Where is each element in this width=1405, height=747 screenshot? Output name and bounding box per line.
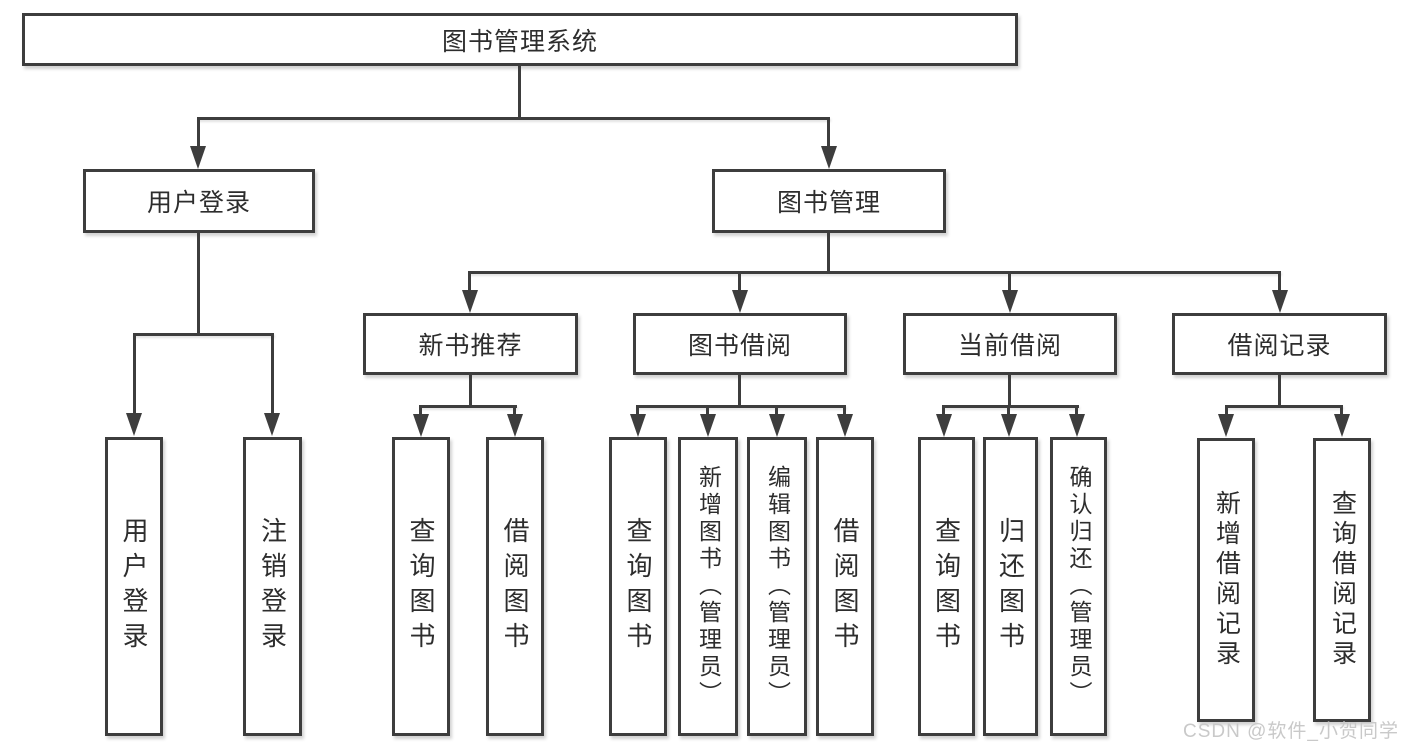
connector-drop-book-management xyxy=(827,117,830,149)
arrowhead-icon xyxy=(732,290,748,313)
connector-root-stem xyxy=(518,66,521,119)
node-borrow-records: 借阅记录 xyxy=(1172,313,1387,375)
connector-drop xyxy=(513,405,516,417)
arrowhead-icon xyxy=(630,414,646,437)
arrowhead-icon xyxy=(1069,414,1085,437)
connector-book-borrow-stem xyxy=(738,373,741,407)
leaf-add-borrow-record: 新增借阅记录 xyxy=(1197,438,1255,722)
arrowhead-icon xyxy=(1001,414,1017,437)
connector-borrow-records-rail xyxy=(1225,405,1343,408)
arrowhead-icon xyxy=(1002,290,1018,313)
leaf-query-books-current: 查询图书 xyxy=(918,437,975,736)
connector-drop-new-book-recommend xyxy=(468,271,471,293)
leaf-label: 归还图书 xyxy=(995,516,1026,657)
connector-drop-book-borrow xyxy=(738,271,741,293)
arrowhead-icon xyxy=(936,414,952,437)
leaf-add-book-admin: 新增图书（管理员） xyxy=(678,437,738,736)
arrowhead-icon xyxy=(264,413,280,436)
leaf-logout: 注销登录 xyxy=(243,437,302,736)
node-user-login: 用户登录 xyxy=(83,169,315,233)
connector-current-borrow-rail xyxy=(942,405,1079,408)
leaf-label: 确认归还（管理员） xyxy=(1066,465,1092,708)
leaf-query-books-borrow: 查询图书 xyxy=(609,437,667,736)
leaf-edit-book-admin: 编辑图书（管理员） xyxy=(747,437,807,736)
leaf-label: 注销登录 xyxy=(257,516,288,657)
node-label: 图书管理系统 xyxy=(441,27,598,56)
connector-root-rail xyxy=(197,117,830,120)
leaf-user-login: 用户登录 xyxy=(105,437,163,736)
arrowhead-icon xyxy=(821,146,837,169)
connector-drop-leaf-user-login xyxy=(133,333,136,414)
arrowhead-icon xyxy=(1218,414,1234,437)
node-label: 图书管理 xyxy=(776,189,881,217)
leaf-label: 新增借阅记录 xyxy=(1212,490,1241,670)
leaf-label: 新增图书（管理员） xyxy=(695,465,722,708)
node-label: 图书借阅 xyxy=(687,332,792,360)
leaf-borrow-books-recommend: 借阅图书 xyxy=(486,437,544,736)
node-label: 新书推荐 xyxy=(418,332,523,360)
node-book-borrow: 图书借阅 xyxy=(633,313,847,375)
leaf-label: 用户登录 xyxy=(119,516,149,657)
connector-drop xyxy=(775,405,778,417)
connector-book-borrow-rail xyxy=(636,405,846,408)
connector-drop xyxy=(1225,405,1228,417)
node-book-management: 图书管理 xyxy=(712,169,946,233)
connector-drop xyxy=(636,405,639,417)
arrowhead-icon xyxy=(1334,414,1350,437)
leaf-label: 借阅图书 xyxy=(500,516,530,657)
node-current-borrow: 当前借阅 xyxy=(903,313,1117,375)
node-library-management-system: 图书管理系统 xyxy=(22,13,1018,66)
leaf-return-books: 归还图书 xyxy=(983,437,1038,736)
connector-current-borrow-stem xyxy=(1008,373,1011,407)
leaf-label: 借阅图书 xyxy=(830,516,860,657)
connector-drop xyxy=(1007,405,1010,417)
leaf-label: 编辑图书（管理员） xyxy=(764,465,791,708)
arrowhead-icon xyxy=(126,413,142,436)
arrowhead-icon xyxy=(700,414,716,437)
connector-drop xyxy=(706,405,709,417)
connector-drop xyxy=(942,405,945,417)
arrowhead-icon xyxy=(1272,290,1288,313)
leaf-label: 查询图书 xyxy=(406,516,436,657)
leaf-label: 查询图书 xyxy=(623,516,653,657)
arrowhead-icon xyxy=(190,146,206,169)
connector-new-book-recommend-rail xyxy=(419,405,517,408)
connector-book-management-stem xyxy=(827,231,830,273)
connector-new-book-recommend-stem xyxy=(469,373,472,407)
arrowhead-icon xyxy=(837,414,853,437)
connector-book-management-rail xyxy=(469,271,1281,274)
leaf-query-borrow-record: 查询借阅记录 xyxy=(1313,438,1371,722)
connector-user-login-stem xyxy=(197,231,200,335)
node-label: 借阅记录 xyxy=(1227,332,1332,360)
connector-drop xyxy=(843,405,846,417)
leaf-label: 查询借阅记录 xyxy=(1328,490,1357,670)
connector-drop-leaf-logout xyxy=(271,333,274,414)
connector-user-login-rail xyxy=(133,333,274,336)
arrowhead-icon xyxy=(462,290,478,313)
connector-drop-current-borrow xyxy=(1008,271,1011,293)
arrowhead-icon xyxy=(507,414,523,437)
connector-drop xyxy=(1075,405,1078,417)
connector-borrow-records-stem xyxy=(1278,373,1281,407)
node-label: 当前借阅 xyxy=(957,332,1062,360)
arrowhead-icon xyxy=(769,414,785,437)
leaf-query-books-recommend: 查询图书 xyxy=(392,437,450,736)
leaf-label: 查询图书 xyxy=(931,516,962,657)
connector-drop xyxy=(1340,405,1343,417)
node-label: 用户登录 xyxy=(146,189,251,217)
leaf-borrow-books: 借阅图书 xyxy=(816,437,874,736)
connector-drop-borrow-records xyxy=(1278,271,1281,293)
csdn-watermark: CSDN @软件_小贺同学 xyxy=(1183,721,1399,742)
connector-drop-user-login xyxy=(197,117,200,149)
node-new-book-recommend: 新书推荐 xyxy=(363,313,578,375)
connector-drop xyxy=(419,405,422,417)
leaf-confirm-return-admin: 确认归还（管理员） xyxy=(1050,437,1107,736)
arrowhead-icon xyxy=(413,414,429,437)
